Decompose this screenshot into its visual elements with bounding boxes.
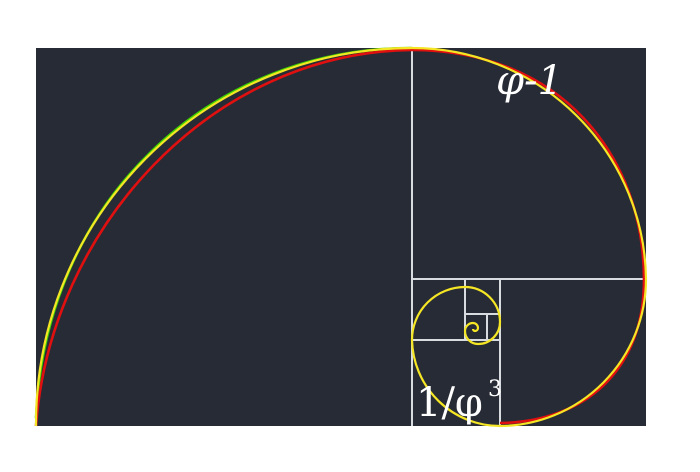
dark-panel bbox=[36, 48, 646, 426]
label-inverse-phi-base: 1/φ bbox=[416, 380, 483, 426]
yellow-spiral bbox=[34, 46, 648, 428]
label-phi-minus-one: φ-1 bbox=[496, 58, 563, 104]
golden-rectangle-subdivisions bbox=[411, 48, 646, 426]
label-inverse-phi-cubed: 1/φ 3 bbox=[416, 377, 502, 426]
label-inverse-phi-exponent: 3 bbox=[488, 377, 502, 402]
red-curve bbox=[34, 48, 646, 427]
